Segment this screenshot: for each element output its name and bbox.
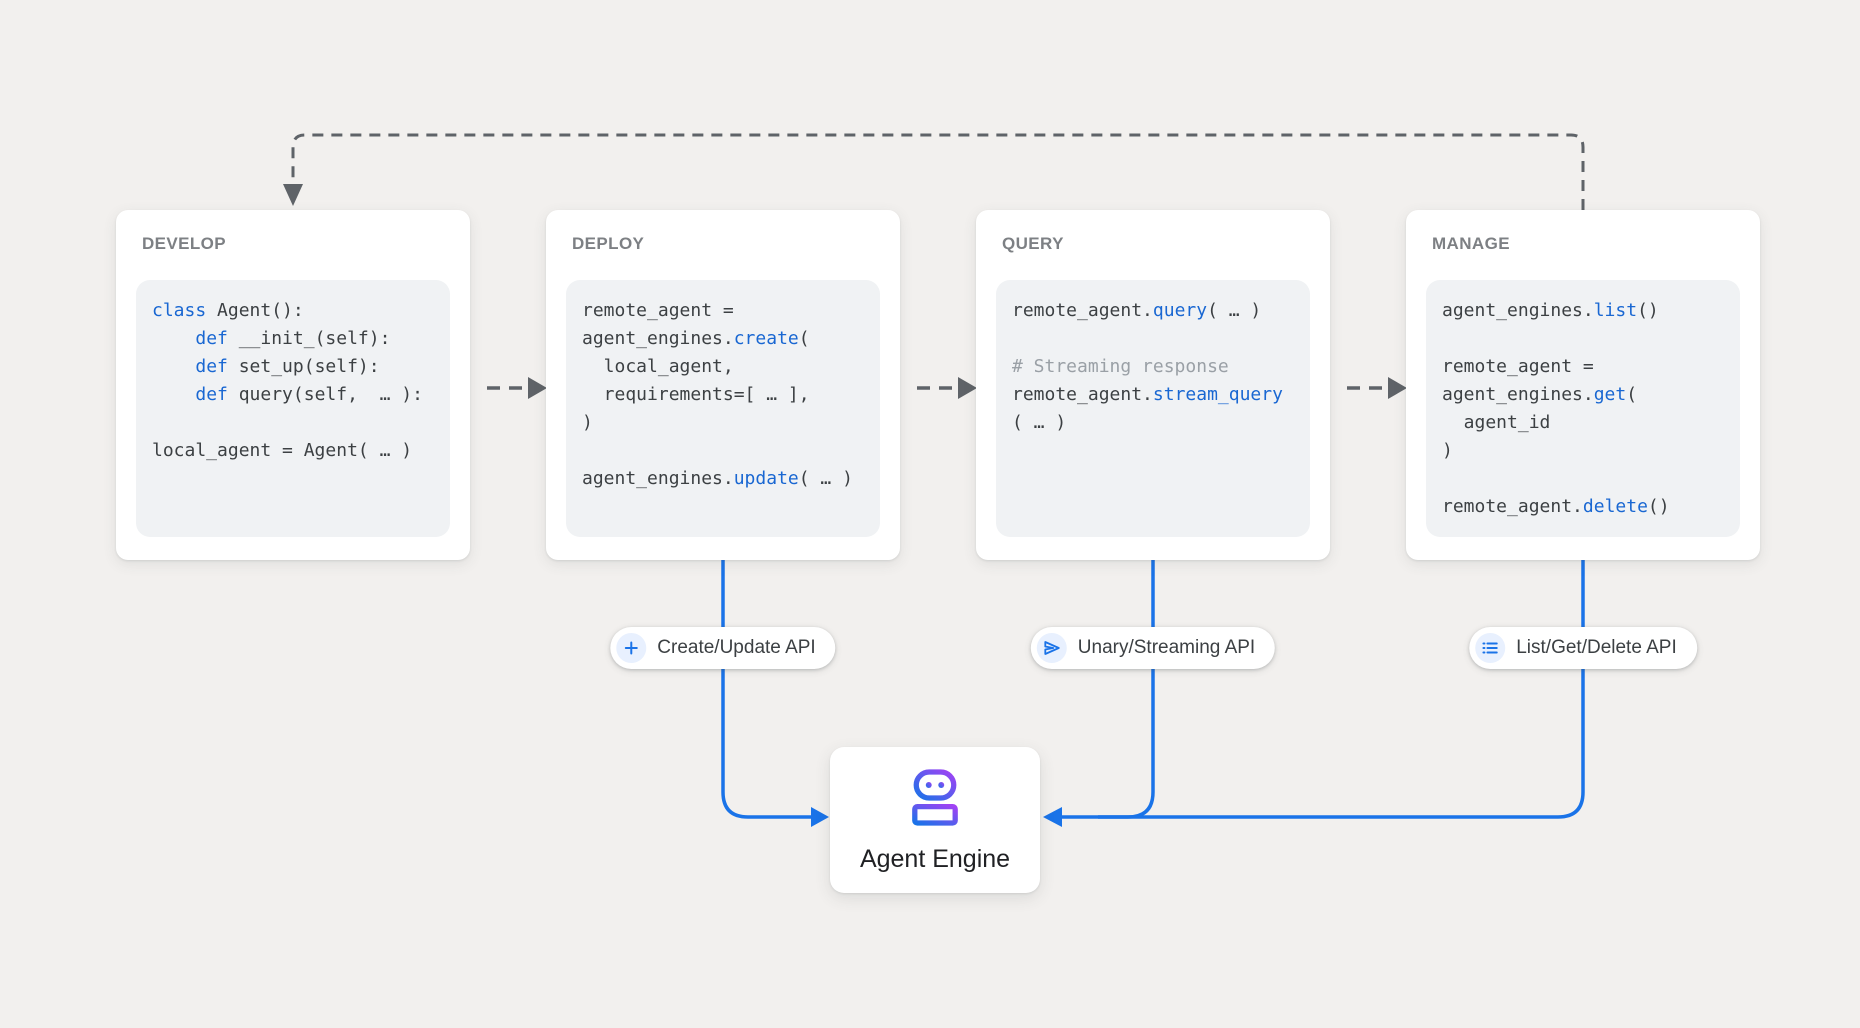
send-icon — [1036, 633, 1067, 663]
code-line: remote_agent.delete() — [1442, 496, 1670, 517]
code-line: def __init_(self): — [195, 328, 391, 349]
code-line: local_agent = Agent( … ) — [152, 440, 413, 461]
code-line: remote_agent = — [1442, 356, 1594, 377]
code-line — [582, 437, 868, 465]
code-line: remote_agent = — [582, 300, 734, 321]
code-line: agent_engines.create( — [582, 328, 810, 349]
manage-to-engine-line — [1062, 558, 1585, 819]
card-title-deploy: DEPLOY — [572, 234, 645, 253]
deploy-to-engine-line — [721, 558, 811, 819]
api-pill-list-get-delete: List/Get/Delete API — [1469, 627, 1697, 669]
code-block-manage: agent_engines.list() remote_agent = agent… — [1426, 280, 1740, 537]
robot-icon — [910, 768, 960, 833]
code-line — [1442, 325, 1728, 353]
code-line: remote_agent.query( … ) — [1012, 300, 1262, 321]
loop-arrowhead-down — [283, 184, 303, 206]
query-to-engine-line — [1098, 558, 1155, 819]
code-line: agent_engines.get( — [1442, 384, 1638, 405]
list-icon — [1475, 633, 1506, 663]
code-line: remote_agent.stream_query — [1012, 384, 1283, 405]
engine-right-arrowhead — [1043, 807, 1062, 827]
code-line: requirements=[ … ], — [582, 384, 810, 405]
stage-card-query: QUERY remote_agent.query( … ) # Streamin… — [976, 210, 1330, 560]
code-line: agent_id — [1442, 412, 1551, 433]
pill-label-unary-streaming: Unary/Streaming API — [1077, 637, 1256, 658]
pill-label-list-get-delete: List/Get/Delete API — [1516, 637, 1677, 658]
code-line: ) — [1442, 440, 1453, 461]
deploy-to-engine-arrowhead — [811, 807, 829, 827]
code-line — [1012, 325, 1298, 353]
develop-to-deploy-arrowhead — [528, 377, 547, 399]
code-block-deploy: remote_agent = agent_engines.create( loca… — [566, 280, 880, 537]
query-to-manage-arrowhead — [1388, 377, 1407, 399]
code-line: local_agent, — [582, 356, 734, 377]
plus-icon — [616, 633, 647, 663]
code-line: def query(self, … ): — [195, 384, 423, 405]
code-line: ) — [582, 412, 593, 433]
code-block-develop: class Agent(): def __init_(self): def se… — [136, 280, 450, 537]
loop-dashed-line — [291, 133, 1585, 210]
code-line: ( … ) — [1012, 412, 1067, 433]
agent-engine-label: Agent Engine — [859, 845, 1011, 873]
code-line: agent_engines.list() — [1442, 300, 1659, 321]
code-line: agent_engines.update( … ) — [582, 468, 853, 489]
code-line: class Agent(): — [152, 300, 304, 321]
agent-engine-node: Agent Engine — [830, 747, 1040, 893]
deploy-to-query-arrowhead — [958, 377, 977, 399]
card-title-manage: MANAGE — [1432, 234, 1510, 253]
code-line — [1442, 465, 1728, 493]
card-title-query: QUERY — [1002, 234, 1064, 253]
stage-card-develop: DEVELOP class Agent(): def __init_(self)… — [116, 210, 470, 560]
pill-label-create-update: Create/Update API — [657, 637, 816, 658]
stage-card-manage: MANAGE agent_engines.list() remote_agent… — [1406, 210, 1760, 560]
code-line: def set_up(self): — [195, 356, 380, 377]
api-pill-unary-streaming: Unary/Streaming API — [1030, 627, 1276, 669]
api-pill-create-update: Create/Update API — [610, 627, 836, 669]
card-title-develop: DEVELOP — [142, 234, 227, 253]
code-line: # Streaming response — [1012, 356, 1229, 377]
code-block-query: remote_agent.query( … ) # Streaming resp… — [996, 280, 1310, 537]
stage-card-deploy: DEPLOY remote_agent = agent_engines.creat… — [546, 210, 900, 560]
code-line — [152, 409, 438, 437]
